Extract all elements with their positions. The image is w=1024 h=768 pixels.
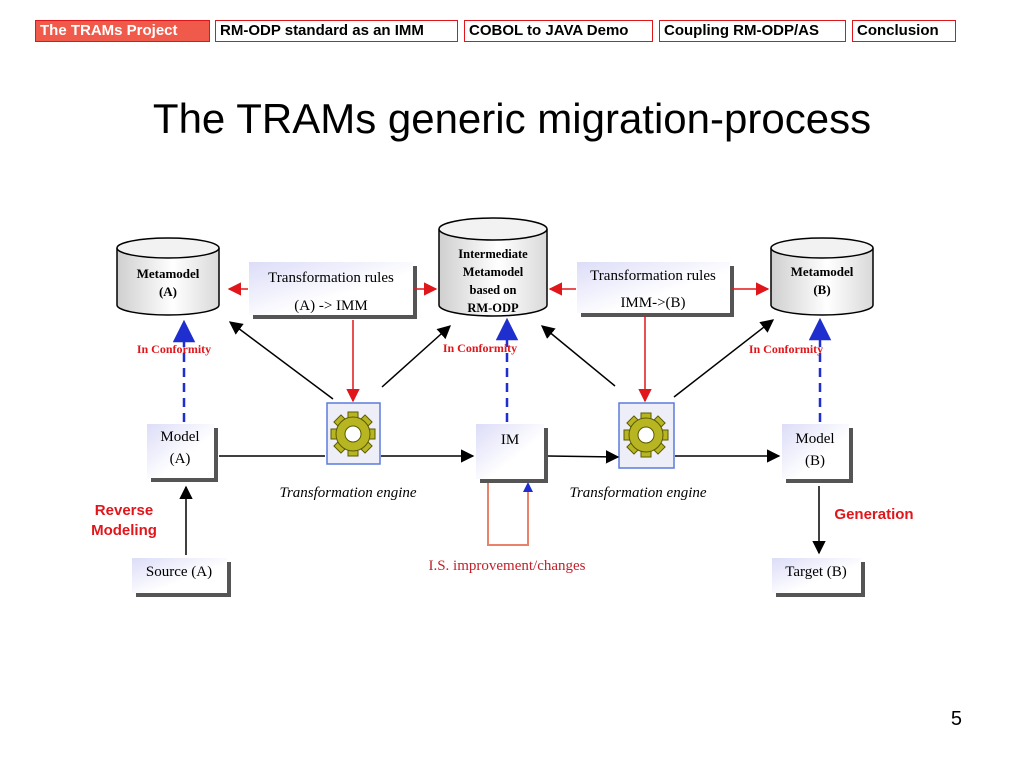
source-a-box: Source (A) (132, 558, 231, 597)
metamodel-a-label-2: (A) (159, 284, 177, 299)
transformation-engine-label-b: Transformation engine (569, 485, 706, 501)
metamodel-a-cylinder: Metamodel (A) (116, 237, 220, 316)
im-box: IM (476, 424, 548, 483)
model-b-label-2: (B) (805, 453, 825, 469)
tab-rm-odp-standard[interactable]: RM-ODP standard as an IMM (215, 20, 458, 42)
page-number: 5 (950, 708, 962, 730)
model-b-box: Model (B) (782, 424, 853, 483)
is-improvement-loop-arrowhead (523, 482, 533, 492)
transformation-engine-b-gear (618, 402, 675, 469)
rules-b-label-2: IMM->(B) (620, 295, 685, 311)
engine-b-to-imm-arrow (540, 325, 616, 387)
model-a-label-2: (A) (170, 451, 191, 467)
tab-coupling-rm-odp[interactable]: Coupling RM-ODP/AS (659, 20, 846, 42)
imm-label-4: RM-ODP (467, 301, 519, 315)
metamodel-b-cylinder: Metamodel (B) (770, 237, 874, 316)
engine-b-to-metamodel-b-arrow (673, 319, 775, 398)
im-to-engine-b-arrow (547, 450, 620, 464)
reverse-modeling-label-2: Modeling (91, 522, 157, 539)
imm-label-2: Metamodel (463, 265, 524, 279)
rules-a-label-1: Transformation rules (268, 270, 394, 286)
in-conformity-label-im: In Conformity (443, 341, 517, 355)
imm-label-3: based on (470, 283, 517, 297)
tab-trams-project[interactable]: The TRAMs Project (35, 20, 210, 42)
target-b-box: Target (B) (772, 558, 865, 597)
rules-a-label-2: (A) -> IMM (294, 298, 367, 314)
target-b-label: Target (B) (785, 564, 847, 580)
reverse-modeling-label-1: Reverse (95, 502, 153, 519)
engine-a-to-metamodel-a-arrow (228, 321, 334, 400)
tab-conclusion[interactable]: Conclusion (852, 20, 956, 42)
model-a-box: Model (A) (147, 424, 218, 482)
imm-label-1: Intermediate (458, 247, 528, 261)
rules-b-label-1: Transformation rules (590, 268, 716, 284)
rules-a-box: Transformation rules (A) -> IMM (249, 262, 417, 319)
slide-title: The TRAMs generic migration-process (152, 95, 872, 142)
in-conformity-label-a: In Conformity (137, 342, 211, 356)
is-improvement-loop (487, 483, 529, 546)
metamodel-a-label-1: Metamodel (137, 266, 200, 281)
source-a-label: Source (A) (146, 564, 212, 580)
metamodel-b-label-1: Metamodel (791, 264, 854, 279)
transformation-engine-label-a: Transformation engine (279, 485, 416, 501)
model-a-label-1: Model (160, 429, 199, 445)
transformation-engine-a-gear (326, 402, 381, 465)
generation-label: Generation (834, 506, 913, 523)
metamodel-b-label-2: (B) (813, 282, 830, 297)
engine-a-to-imm-arrow (381, 325, 452, 388)
model-b-label-1: Model (795, 431, 834, 447)
im-label: IM (501, 432, 519, 448)
is-improvement-label: I.S. improvement/changes (428, 558, 585, 574)
imm-cylinder: Intermediate Metamodel based on RM-ODP (438, 217, 548, 317)
tab-cobol-to-java[interactable]: COBOL to JAVA Demo (464, 20, 653, 42)
in-conformity-label-b: In Conformity (749, 342, 823, 356)
rules-b-box: Transformation rules IMM->(B) (577, 262, 734, 317)
